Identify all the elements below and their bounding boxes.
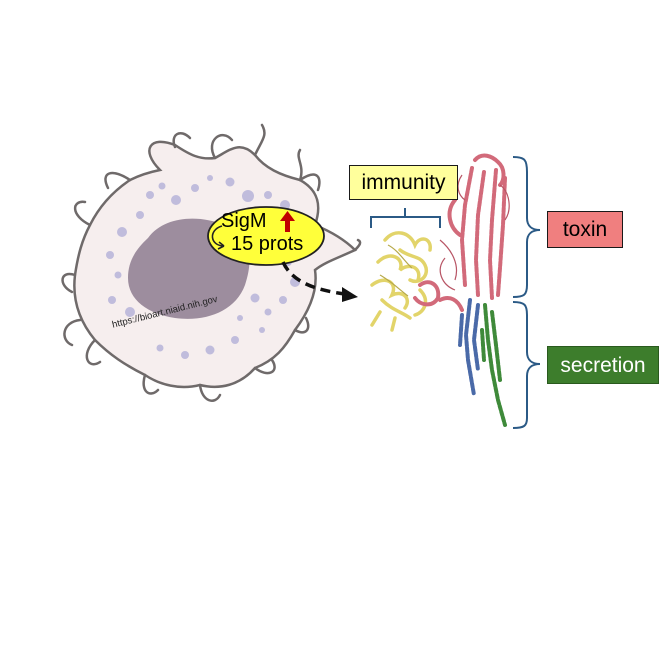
toxin-bracket: [512, 156, 541, 298]
brackets: [370, 156, 541, 429]
immunity-label: immunity: [349, 165, 458, 200]
immunity-bracket: [370, 208, 441, 228]
secretion-protein-green: [480, 303, 507, 427]
secretion-protein-blue: [458, 298, 480, 397]
toxin-label: toxin: [547, 211, 623, 248]
prots-label: 15 prots: [231, 233, 304, 255]
sigm-ellipse: [207, 206, 325, 266]
immunity-protein: [370, 231, 432, 332]
cell-protrusions: [61, 123, 362, 402]
upregulation-arrow: [280, 211, 295, 232]
immunity-protein-detail: [379, 244, 413, 297]
secretion-bracket: [512, 301, 541, 429]
toxin-protein: [413, 153, 507, 312]
dashed-arrow: [281, 261, 358, 302]
autoregulation-arrow: [211, 225, 225, 247]
sigm-label: SigM: [221, 210, 267, 232]
toxin-loops: [439, 174, 510, 291]
secretion-label: secretion: [547, 346, 659, 384]
cell: [61, 123, 362, 402]
